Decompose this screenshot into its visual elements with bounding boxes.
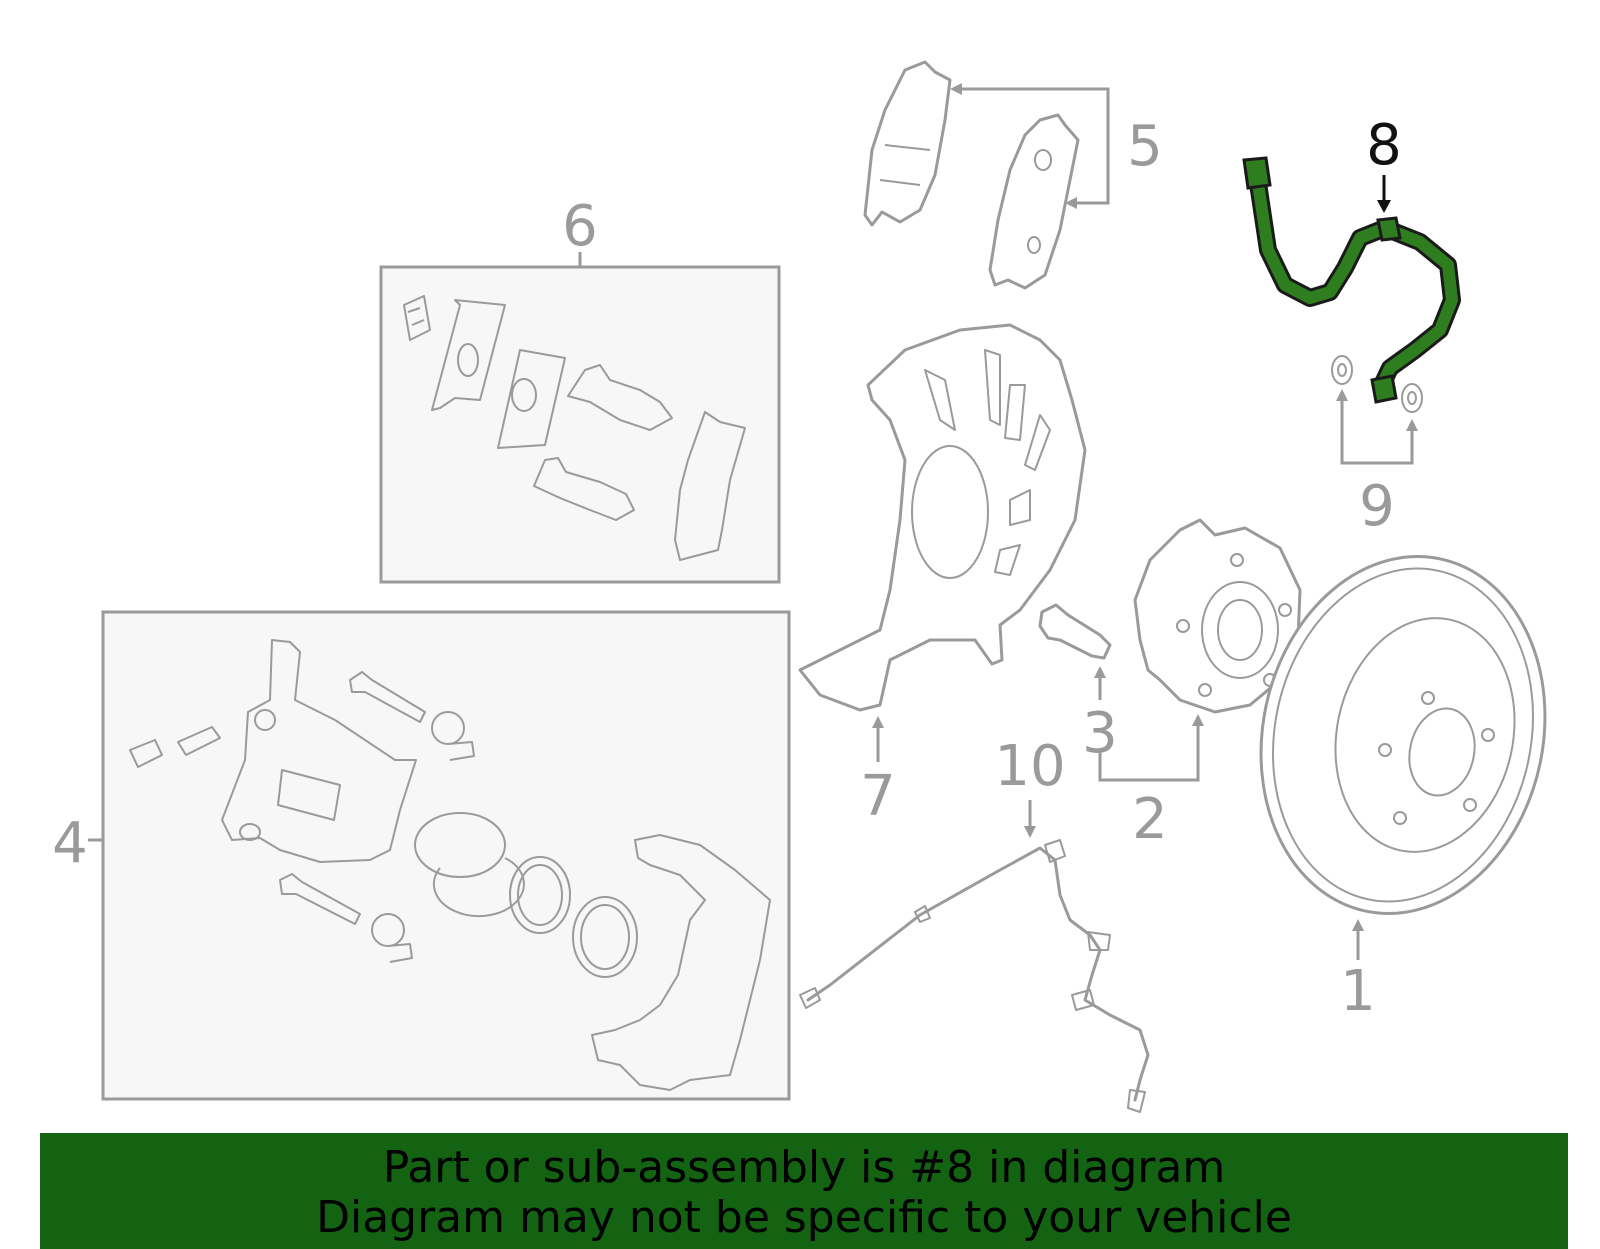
hub-stud-hole-1 <box>1230 553 1244 567</box>
callout-4[interactable]: 4 <box>52 811 88 876</box>
rotor-hat <box>1334 617 1516 853</box>
bleeder-screw-part <box>177 726 221 756</box>
caliper-detail-part <box>239 709 341 841</box>
leader-7-arrow <box>872 716 884 728</box>
callout-10[interactable]: 10 <box>994 734 1065 799</box>
rotor-vent-ring <box>1272 567 1534 903</box>
hub-stud-hole-5 <box>1176 619 1190 633</box>
hardware-kit-group[interactable] <box>379 252 781 584</box>
caliper-assembly-box <box>101 610 791 1101</box>
caliper-assembly-group[interactable] <box>88 610 791 1101</box>
callout-7[interactable]: 7 <box>860 764 896 829</box>
pad-clip-lower-part <box>533 457 635 521</box>
piston-seal-part <box>509 856 571 934</box>
caliper-bracket-part <box>591 834 771 1091</box>
leader-5-arrow-b <box>1065 197 1077 209</box>
leader-3-arrow <box>1094 666 1106 678</box>
abs-sensor-clips <box>799 839 1146 1113</box>
brake-hose-fitting-bottom <box>1370 374 1398 404</box>
dust-shield-hole <box>911 445 989 579</box>
caliper-housing-part <box>221 639 417 863</box>
leader-5 <box>955 87 1110 205</box>
leader-2 <box>1098 720 1200 782</box>
pad-spring-part <box>674 411 746 561</box>
hardware-kit-box <box>379 265 781 584</box>
anti-rattle-clip-part <box>403 295 431 341</box>
leader-9-arrow-a <box>1336 389 1348 401</box>
abs-sensor-wire-part <box>806 846 1150 1102</box>
info-banner: Part or sub-assembly is #8 in diagram Di… <box>40 1133 1568 1249</box>
washer-right-hole <box>1407 391 1417 405</box>
callout-2[interactable]: 2 <box>1132 787 1168 852</box>
leader-9-arrow-b <box>1406 419 1418 431</box>
brake-hose-fill <box>1250 164 1458 391</box>
pad-clip-upper-part <box>567 364 673 431</box>
washer-left-hole <box>1337 363 1347 377</box>
dust-shield-part <box>798 323 1087 712</box>
inner-pad-part <box>863 60 952 227</box>
leader-5-arrow-a <box>950 83 962 95</box>
hub-bolt-part <box>1038 603 1112 660</box>
callout-1[interactable]: 1 <box>1340 959 1376 1024</box>
hub-bore <box>1201 581 1279 679</box>
banner-line-2: Diagram may not be specific to your vehi… <box>316 1192 1292 1243</box>
hub-stud-hole-4 <box>1198 683 1212 697</box>
rotor-stud-hole-3 <box>1463 798 1477 812</box>
hub-bolt-group[interactable] <box>1038 603 1112 700</box>
callout-6[interactable]: 6 <box>562 194 598 259</box>
rotor-group[interactable] <box>1229 530 1578 960</box>
callout-3[interactable]: 3 <box>1082 701 1118 766</box>
dust-boot-part <box>572 896 638 978</box>
rotor-stud-hole-1 <box>1421 691 1435 705</box>
banner-line-1: Part or sub-assembly is #8 in diagram <box>382 1142 1226 1193</box>
outer-pad-part <box>988 113 1080 290</box>
hub-bearing-group[interactable] <box>1098 518 1302 782</box>
leader-10-arrow <box>1024 826 1036 838</box>
leader-9 <box>1340 395 1414 465</box>
inner-pad-detail <box>879 144 931 186</box>
washers-group[interactable] <box>1331 355 1423 465</box>
rotor-stud-hole-2 <box>1481 728 1495 742</box>
piston-seal-inner-part <box>517 864 563 926</box>
brake-pads-group[interactable] <box>863 60 1110 290</box>
callout-5[interactable]: 5 <box>1127 114 1163 179</box>
pad-shim-part <box>431 299 506 411</box>
outer-pad-detail <box>1027 149 1052 254</box>
hub-stud-hole-2 <box>1278 603 1292 617</box>
pin-boot-upper-part <box>431 711 475 761</box>
brake-hose-fitting-top <box>1242 156 1272 190</box>
washer-right-part <box>1401 383 1423 413</box>
brake-hose-bracket <box>1376 216 1402 242</box>
bleeder-cap-part <box>129 739 163 768</box>
washer-left-part <box>1331 355 1353 385</box>
rotor-center-bore <box>1408 707 1476 797</box>
guide-pin-lower-part <box>279 873 361 925</box>
dust-boot-inner-part <box>580 904 630 970</box>
rotor-stud-hole-4 <box>1393 811 1407 825</box>
hub-bore-inner <box>1217 599 1263 661</box>
brake-hose-group[interactable] <box>1242 156 1461 404</box>
rotor-stud-hole-5 <box>1378 743 1392 757</box>
guide-pin-upper-part <box>349 671 426 723</box>
callout-8[interactable]: 8 <box>1366 113 1402 178</box>
leader-2-arrow <box>1192 714 1204 726</box>
abs-sensor-group[interactable] <box>799 800 1150 1113</box>
pin-boot-lower-part <box>371 913 413 963</box>
leader-8-arrow <box>1377 200 1391 213</box>
dust-shield-group[interactable] <box>798 323 1087 762</box>
pad-shim-part-2 <box>497 349 566 449</box>
leader-1-arrow <box>1352 919 1364 931</box>
callout-9[interactable]: 9 <box>1359 474 1395 539</box>
hub-bearing-part <box>1133 518 1302 714</box>
dust-shield-ribs <box>924 349 1051 576</box>
